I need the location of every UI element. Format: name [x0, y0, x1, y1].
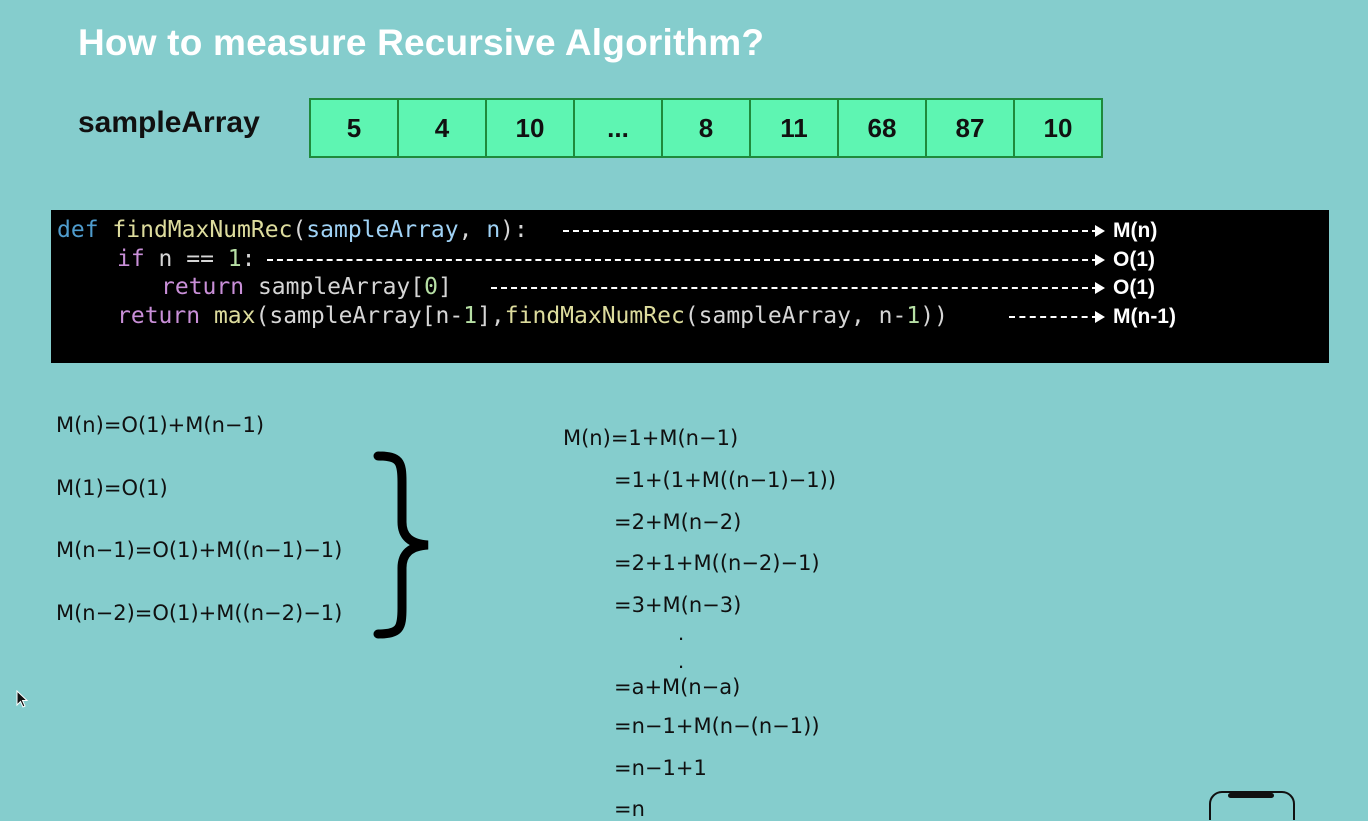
code-text: :	[241, 246, 256, 272]
code-line-def: def findMaxNumRec(sampleArray, n):	[57, 216, 528, 244]
code-text: (sampleArray, n-	[684, 303, 907, 329]
code-param: sampleArray	[306, 217, 459, 243]
code-text: ,	[458, 217, 487, 243]
code-panel: def findMaxNumRec(sampleArray, n): if n …	[51, 210, 1329, 363]
code-number: 0	[424, 274, 438, 300]
array-cell: 68	[837, 100, 925, 156]
code-number: 1	[906, 303, 921, 329]
cost-label: M(n-1)	[1113, 305, 1176, 328]
equation: =n	[614, 797, 645, 821]
code-keyword: def	[57, 217, 99, 243]
dashed-arrow	[491, 287, 1098, 289]
code-text: ):	[500, 217, 528, 243]
code-number: 1	[227, 246, 242, 272]
code-param: n	[486, 217, 501, 243]
slide-title: How to measure Recursive Algorithm?	[78, 22, 765, 63]
equation: =n−1+1	[614, 756, 707, 780]
array-cell: 10	[485, 100, 573, 156]
equation: =a+M(n−a)	[614, 675, 741, 699]
code-keyword: return	[161, 274, 245, 300]
equation: =3+M(n−3)	[614, 593, 742, 617]
dashed-arrow	[1009, 316, 1098, 318]
phone-icon	[1209, 791, 1295, 820]
mouse-cursor-icon	[16, 690, 29, 708]
dashed-arrow	[267, 259, 1098, 261]
equation: =n−1+M(n−(n−1))	[614, 714, 820, 738]
code-text: sampleArray[	[244, 274, 425, 300]
cost-label: M(n)	[1113, 219, 1158, 242]
code-line-return-recursive: return max(sampleArray[n-1],findMaxNumRe…	[117, 302, 948, 330]
array-label: sampleArray	[78, 106, 260, 139]
ellipsis-dot: .	[678, 620, 685, 645]
code-line-return-base: return sampleArray[0]	[161, 273, 452, 301]
equation: M(n)=O(1)+M(n−1)	[56, 413, 265, 437]
equation: M(1)=O(1)	[56, 476, 168, 500]
ellipsis-dot: .	[678, 648, 685, 673]
sample-array: 5 4 10 ... 8 11 68 87 10	[309, 98, 1103, 158]
dashed-arrow	[563, 230, 1098, 232]
equation: =2+1+M((n−2)−1)	[614, 551, 820, 575]
arrow-head-icon	[1095, 225, 1105, 237]
code-function: max	[213, 303, 256, 329]
code-text: ]	[437, 274, 452, 300]
cost-label: O(1)	[1113, 276, 1155, 299]
code-keyword: return	[117, 303, 201, 329]
equation: M(n−1)=O(1)+M((n−1)−1)	[56, 538, 343, 562]
code-function: findMaxNumRec	[112, 217, 293, 243]
equation: M(n−2)=O(1)+M((n−2)−1)	[56, 601, 343, 625]
array-cell: 11	[749, 100, 837, 156]
code-text: n ==	[144, 246, 228, 272]
code-text: ],	[477, 303, 505, 329]
curly-brace-icon	[373, 451, 429, 639]
code-number: 1	[463, 303, 478, 329]
arrow-head-icon	[1095, 282, 1105, 294]
arrow-head-icon	[1095, 254, 1105, 266]
code-text: (sampleArray[n-	[255, 303, 464, 329]
code-line-if: if n == 1:	[117, 245, 256, 273]
array-cell: 10	[1013, 100, 1101, 156]
equation: =1+(1+M((n−1)−1))	[614, 468, 837, 492]
array-cell: 5	[346, 112, 362, 143]
equation: =2+M(n−2)	[614, 510, 742, 534]
array-cell: ...	[573, 100, 661, 156]
cost-label: O(1)	[1113, 248, 1155, 271]
code-function: findMaxNumRec	[504, 303, 685, 329]
code-keyword: if	[117, 246, 145, 272]
code-text: ))	[920, 303, 948, 329]
array-cell: 8	[661, 100, 749, 156]
array-cell: 87	[925, 100, 1013, 156]
code-text: (	[292, 217, 307, 243]
array-cell: 4	[397, 100, 485, 156]
equation: M(n)=1+M(n−1)	[563, 426, 739, 450]
arrow-head-icon	[1095, 311, 1105, 323]
